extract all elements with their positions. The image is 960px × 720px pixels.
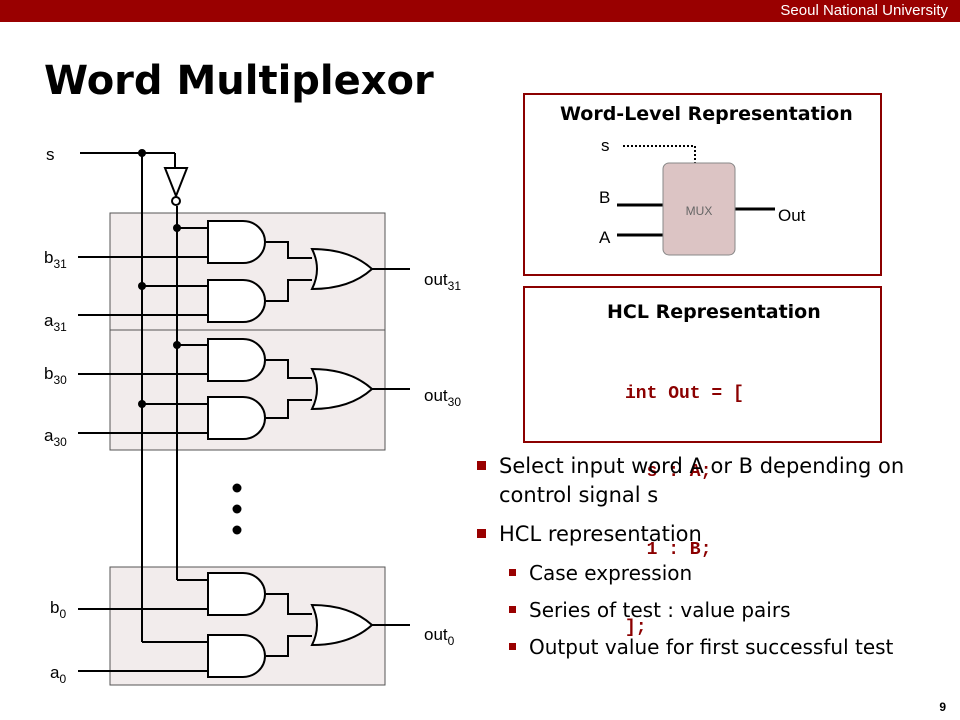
input-label-a30: a30: [44, 426, 67, 449]
bullet-list: Select input word A or B depending on co…: [475, 452, 945, 670]
bullet-text: Select input word A or B depending on co…: [499, 454, 905, 507]
output-label-out0: out0: [424, 625, 455, 648]
and-gate-31-bottom: [207, 279, 266, 323]
and-gate-30-top: [207, 338, 266, 382]
input-label-a0: a0: [50, 663, 66, 686]
and-gate-0-bottom: [207, 634, 266, 678]
mux-block-label: MUX: [686, 204, 713, 218]
input-label-a31: a31: [44, 311, 67, 334]
ellipsis-dot: [232, 525, 242, 535]
sub-bullet-item: Series of test : value pairs: [475, 596, 945, 624]
inverter-gate: [163, 167, 189, 199]
output-label-out31: out31: [424, 270, 461, 293]
code-line: s : A;: [625, 462, 712, 482]
output-label-out30: out30: [424, 386, 461, 409]
slide-title: Word Multiplexor: [44, 58, 434, 104]
bullet-text: Series of test : value pairs: [529, 598, 791, 622]
bullet-item: HCL representation: [475, 520, 945, 549]
word-level-title: Word-Level Representation: [560, 103, 853, 125]
input-label-b30: b30: [44, 364, 67, 387]
mux-block: [662, 162, 736, 256]
word-level-box: Word-Level Representation MUX s B A Out: [523, 93, 882, 276]
input-label-b0: b0: [50, 598, 66, 621]
page-number: 9: [939, 700, 946, 714]
junction-dot: [138, 149, 146, 157]
and-gate-0-top: [207, 572, 266, 616]
word-out-label: Out: [778, 206, 806, 225]
header-bar: Seoul National University: [0, 0, 960, 22]
word-b-label: B: [599, 188, 610, 207]
hcl-title: HCL Representation: [607, 301, 821, 323]
bullet-text: HCL representation: [499, 522, 702, 546]
inverter-bubble: [171, 196, 181, 206]
mux-circuit-diagram: s b31 a31 b30 a30 b0 a0 out31 out30 out0: [44, 145, 461, 686]
bullet-square-icon: [509, 569, 516, 576]
bullet-text: Output value for first successful test: [529, 635, 894, 659]
word-s-label: s: [601, 136, 610, 155]
bullet-square-icon: [509, 643, 516, 650]
ellipsis-dot: [232, 483, 242, 493]
junction-dot: [173, 341, 181, 349]
code-line: ];: [625, 618, 647, 638]
bullet-text: Case expression: [529, 561, 693, 585]
bullet-square-icon: [477, 461, 486, 470]
code-line: 1 : B;: [625, 540, 712, 560]
junction-dot: [173, 224, 181, 232]
hcl-box: HCL Representation int Out = [ s : A; 1 …: [523, 286, 882, 638]
junction-dot: [138, 282, 146, 290]
bullet-item: Select input word A or B depending on co…: [475, 452, 945, 510]
select-label: s: [46, 145, 55, 164]
sub-bullet-item: Output value for first successful test: [475, 633, 945, 661]
mux-symbol-diagram: MUX s B A Out: [599, 136, 806, 256]
input-label-b31: b31: [44, 248, 67, 271]
ellipsis-dot: [232, 504, 242, 514]
bullet-square-icon: [477, 529, 486, 538]
and-gate-30-bottom: [207, 396, 266, 440]
code-line: int Out = [: [625, 384, 744, 404]
or-gate-31: [310, 247, 374, 291]
and-gate-31-top: [207, 220, 266, 264]
junction-dot: [138, 400, 146, 408]
or-gate-0: [310, 603, 374, 647]
university-name: Seoul National University: [780, 2, 948, 19]
word-a-label: A: [599, 228, 611, 247]
sub-bullet-item: Case expression: [475, 559, 945, 587]
hcl-code-block: int Out = [ s : A; 1 : B; ];: [625, 329, 744, 693]
or-gate-30: [310, 367, 374, 411]
bullet-square-icon: [509, 606, 516, 613]
